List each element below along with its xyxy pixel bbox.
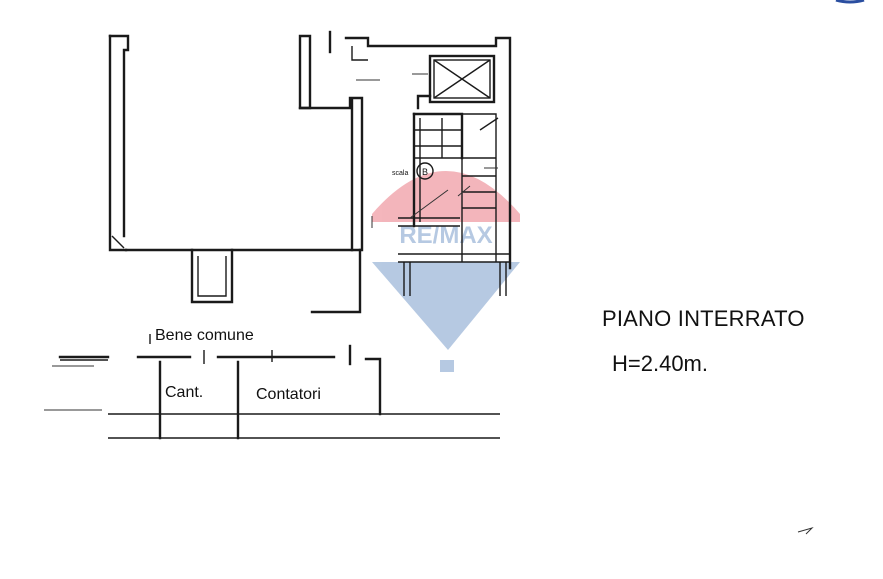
stair-marker-circle bbox=[416, 162, 434, 180]
lift-shaft bbox=[416, 54, 496, 110]
remax-watermark: RE/MAX bbox=[372, 171, 520, 372]
niche-walls bbox=[190, 248, 234, 304]
common-area-label: Bene comune bbox=[155, 327, 254, 344]
large-room-walls bbox=[108, 34, 362, 314]
niche-inner bbox=[197, 256, 227, 297]
floor-title: PIANO INTERRATO bbox=[602, 306, 805, 331]
common-area-walls bbox=[44, 334, 500, 440]
floor-height-label: H=2.40m. bbox=[612, 351, 708, 376]
stair-label: scala bbox=[392, 170, 408, 177]
scan-mark bbox=[797, 526, 814, 535]
meters-room-label: Contatori bbox=[256, 386, 321, 403]
cellar-label: Cant. bbox=[165, 384, 203, 401]
corridor-walls bbox=[298, 30, 512, 270]
staircase bbox=[371, 112, 510, 296]
stair-marker-label: B bbox=[422, 167, 428, 177]
corner-scan-mark bbox=[835, 0, 865, 4]
